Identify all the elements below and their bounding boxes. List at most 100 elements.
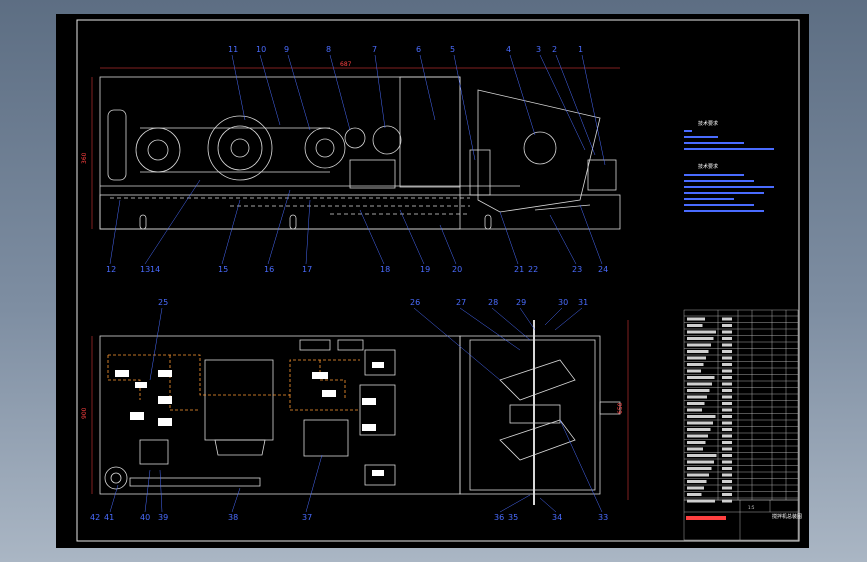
notes-title-2: 技术要求 xyxy=(698,163,718,170)
bom-text-mark xyxy=(722,356,732,360)
part-label: 19 xyxy=(420,265,430,274)
bottom-top-leaders xyxy=(149,307,583,381)
dim-top-height: 360 xyxy=(81,152,88,164)
bom-text-mark xyxy=(687,324,703,327)
bom-text-mark xyxy=(687,363,704,366)
bom-text-mark xyxy=(687,382,712,386)
bom-text-mark xyxy=(687,434,708,438)
bom-text-mark xyxy=(722,369,732,373)
part-label: 18 xyxy=(380,265,390,274)
bom-text-mark xyxy=(687,447,703,451)
bom-text-mark xyxy=(687,350,709,353)
part-label: 5 xyxy=(450,45,455,54)
bom-text-mark xyxy=(722,493,732,496)
top-dimension-lines xyxy=(91,67,620,229)
bom-text-mark xyxy=(722,486,732,490)
bom-text-mark xyxy=(687,486,704,490)
part-label: 37 xyxy=(302,513,312,522)
plan-view xyxy=(99,320,621,505)
part-label: 14 xyxy=(150,265,160,274)
bom-rows xyxy=(684,315,798,499)
part-label: 33 xyxy=(598,513,608,522)
bom-text-mark xyxy=(722,363,732,366)
top-part-labels: 11 10 9 8 7 6 5 4 3 2 1 xyxy=(228,45,583,54)
bom-text-mark xyxy=(722,499,732,503)
bom-text-mark xyxy=(722,447,732,451)
bom-text-mark xyxy=(687,376,715,379)
bom-text-mark xyxy=(687,408,702,412)
top-leader-lines xyxy=(231,54,606,166)
part-label: 25 xyxy=(158,298,168,307)
bom-text-mark xyxy=(722,480,732,483)
bom-text-mark xyxy=(722,428,732,431)
bom-text-mark xyxy=(722,415,732,418)
part-label: 27 xyxy=(456,298,466,307)
part-label: 7 xyxy=(372,45,377,54)
top-bottom-labels: 12 13 14 15 16 17 18 19 20 21 22 23 24 xyxy=(106,265,608,274)
bom-text-mark xyxy=(687,460,714,464)
part-label: 4 xyxy=(506,45,511,54)
part-label: 10 xyxy=(256,45,266,54)
bom-text-mark xyxy=(722,376,732,379)
part-label: 3 xyxy=(536,45,541,54)
wiring-lines xyxy=(107,354,360,411)
bom-text-mark xyxy=(722,317,732,321)
part-label: 16 xyxy=(264,265,274,274)
part-label: 2 xyxy=(552,45,557,54)
part-label: 35 xyxy=(508,513,518,522)
part-label: 17 xyxy=(302,265,312,274)
bom-text-mark xyxy=(722,434,732,438)
bom-text-mark xyxy=(722,408,732,412)
top-bottom-leaders xyxy=(109,179,603,265)
notes-title-1: 技术要求 xyxy=(698,120,718,127)
front-elevation-view xyxy=(99,76,621,230)
bom-text-mark xyxy=(687,369,701,373)
bom-text-mark xyxy=(687,467,712,470)
part-label: 41 xyxy=(104,513,114,522)
bom-text-mark xyxy=(722,389,732,392)
part-label: 22 xyxy=(528,265,538,274)
dim-top-width: 687 xyxy=(340,61,352,68)
bom-text-mark xyxy=(687,493,702,496)
part-label: 39 xyxy=(158,513,168,522)
part-label: 21 xyxy=(514,265,524,274)
bom-text-mark xyxy=(722,395,732,399)
part-label: 9 xyxy=(284,45,289,54)
bom-text-mark xyxy=(722,421,732,425)
part-label: 20 xyxy=(452,265,462,274)
bom-text-mark xyxy=(722,343,732,347)
part-label: 8 xyxy=(326,45,331,54)
part-label: 24 xyxy=(598,265,608,274)
part-label: 13 xyxy=(140,265,150,274)
dim-bottom-height: 900 xyxy=(81,407,88,419)
bom-text-mark xyxy=(687,415,716,418)
part-label: 38 xyxy=(228,513,238,522)
part-label: 6 xyxy=(416,45,421,54)
title-block xyxy=(683,499,799,541)
bom-text-mark xyxy=(687,356,706,360)
bom-text-mark xyxy=(687,402,705,405)
bom-text-mark xyxy=(687,330,716,334)
part-label: 34 xyxy=(552,513,562,522)
part-label: 1 xyxy=(578,45,583,54)
drawing-sheet xyxy=(56,14,809,548)
part-label: 28 xyxy=(488,298,498,307)
bom-text-mark xyxy=(687,428,711,431)
bom-text-mark xyxy=(722,337,732,340)
bom-text-mark xyxy=(687,337,714,340)
bom-text-mark xyxy=(722,324,732,327)
bom-text-mark xyxy=(687,473,709,477)
part-label: 31 xyxy=(578,298,588,307)
bom-text-mark xyxy=(687,441,706,444)
part-label: 42 xyxy=(90,513,100,522)
part-label: 23 xyxy=(572,265,582,274)
bom-text-mark xyxy=(687,343,711,347)
bom-text-mark xyxy=(722,467,732,470)
drawing-title: 搅拌机总装图 xyxy=(772,513,802,520)
bom-text-mark xyxy=(687,317,705,321)
electrical-components xyxy=(115,362,384,476)
part-label: 15 xyxy=(218,265,228,274)
part-label: 29 xyxy=(516,298,526,307)
drawing-scale: 1:5 xyxy=(748,505,755,510)
bottom-top-labels: 25 26 27 28 29 30 31 xyxy=(158,298,588,307)
